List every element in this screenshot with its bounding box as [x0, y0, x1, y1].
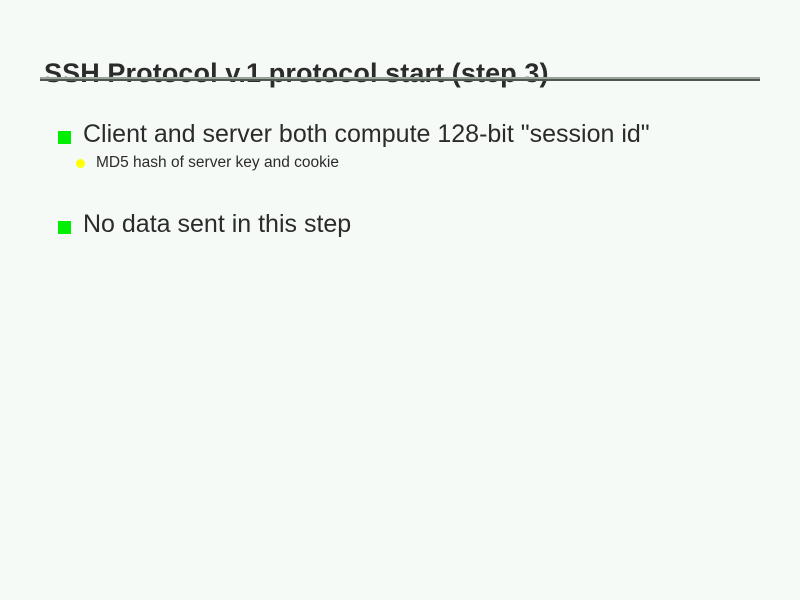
- list-item-label: Client and server both compute 128-bit "…: [83, 120, 650, 148]
- green-square-bullet-icon: [58, 221, 71, 234]
- divider-highlight: [40, 77, 760, 79]
- green-square-bullet-icon: [58, 131, 71, 144]
- yellow-dot-bullet-icon: [76, 159, 85, 168]
- list-item-label: MD5 hash of server key and cookie: [96, 154, 339, 171]
- slide-body: Client and server both compute 128-bit "…: [0, 118, 800, 242]
- bullet-group-spacer: [0, 174, 800, 208]
- list-item-label: No data sent in this step: [83, 210, 352, 238]
- page-title: SSH Protocol v.1 protocol start (step 3): [44, 58, 549, 89]
- divider-shadow: [40, 79, 760, 81]
- title-divider: [40, 77, 760, 81]
- list-item: Client and server both compute 128-bit "…: [0, 118, 800, 150]
- list-item: No data sent in this step: [0, 208, 800, 240]
- list-item: MD5 hash of server key and cookie: [0, 152, 800, 174]
